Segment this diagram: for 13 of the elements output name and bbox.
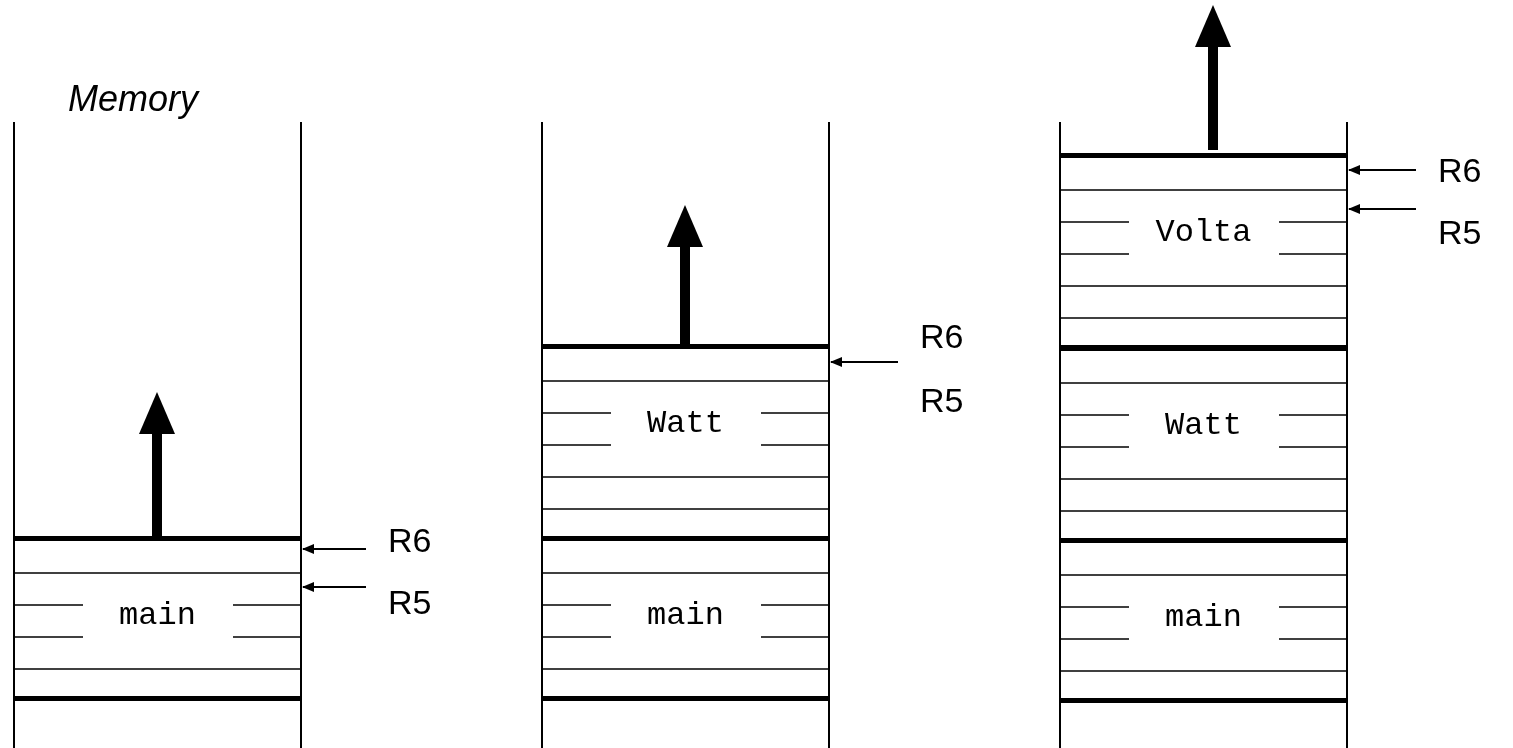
register-label: R6 bbox=[920, 316, 964, 356]
pointer-arrow bbox=[1348, 204, 1417, 214]
stack-frame bbox=[14, 536, 301, 701]
register-label: R6 bbox=[1438, 150, 1482, 190]
register-label: R5 bbox=[1438, 212, 1482, 252]
pointer-arrow bbox=[830, 357, 899, 367]
register-label: R6 bbox=[388, 520, 432, 560]
pointer-arrow bbox=[302, 544, 367, 554]
pointer-arrow bbox=[1348, 165, 1417, 175]
memory-label: Memory bbox=[68, 78, 198, 120]
register-label: R5 bbox=[388, 582, 432, 622]
register-label: R5 bbox=[920, 380, 964, 420]
pointer-arrow bbox=[302, 582, 367, 592]
